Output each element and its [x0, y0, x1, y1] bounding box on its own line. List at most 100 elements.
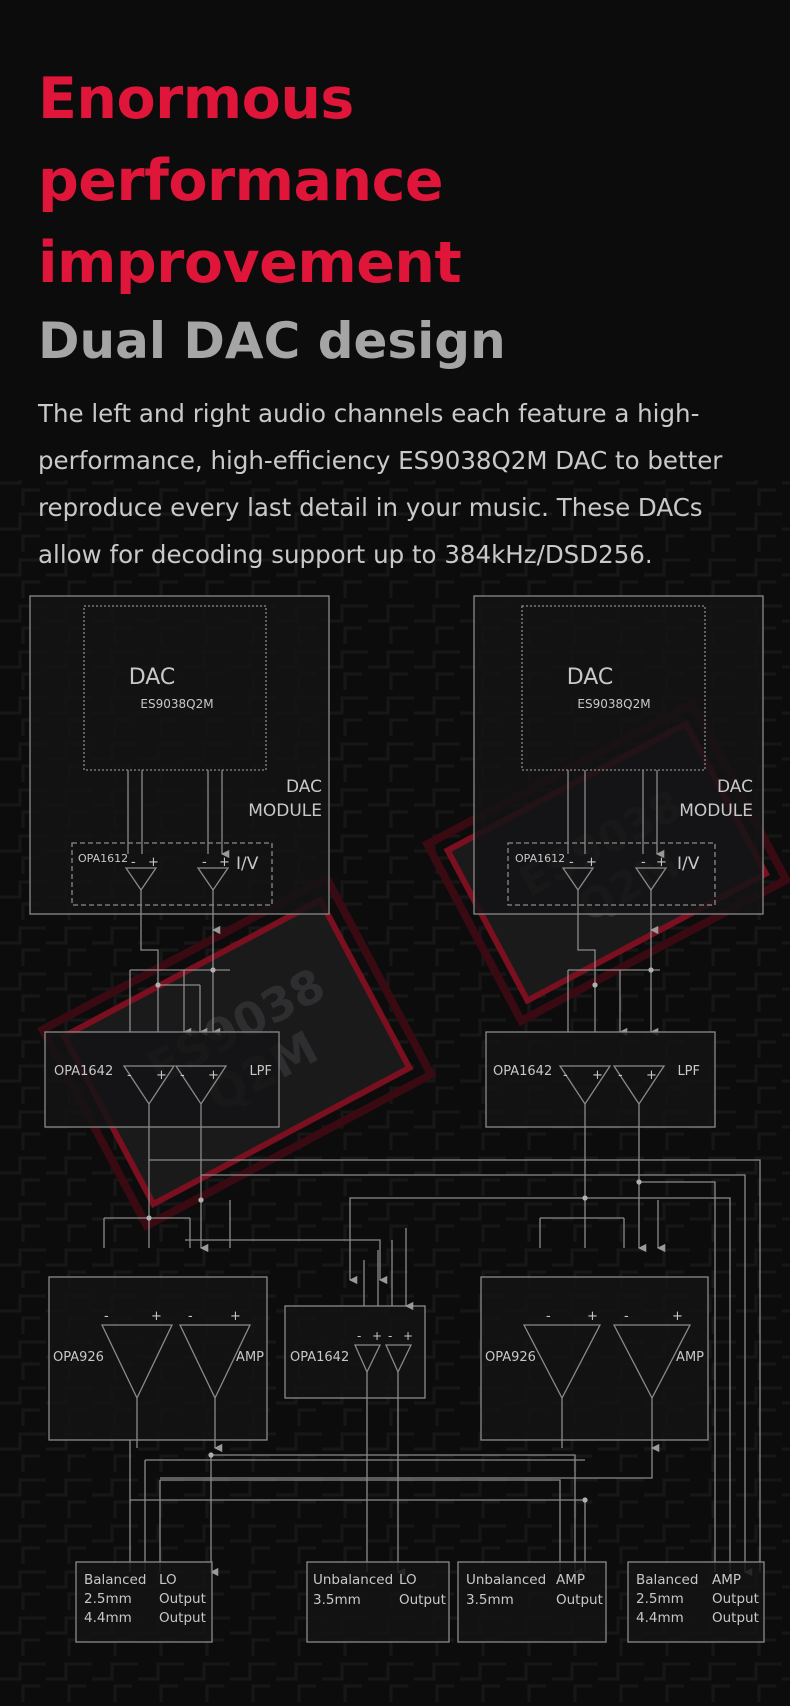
- left-lpf-plus-2: +: [208, 1068, 219, 1083]
- left-iv-plus-1: +: [148, 855, 159, 870]
- left-amp-plus-1: +: [151, 1309, 162, 1324]
- left-lpf-minus-1: -: [127, 1068, 132, 1083]
- left-amp-minus-2: -: [188, 1309, 193, 1324]
- right-lpf-minus-1: -: [563, 1068, 568, 1083]
- left-iv-opamp-1: [124, 867, 158, 892]
- left-lpf-opamp-1: [122, 1065, 176, 1106]
- right-dac-model: ES9038Q2M: [577, 697, 650, 711]
- right-iv-minus-1: -: [569, 855, 574, 870]
- out1-l3: 4.4mm: [84, 1610, 132, 1626]
- right-iv-opamp-2: [634, 867, 668, 892]
- center-lo-plus-2: +: [403, 1329, 413, 1343]
- out1-r2: Output: [159, 1591, 206, 1607]
- out4-r3: Output: [712, 1610, 759, 1626]
- center-lo-opamp-label: OPA1642: [290, 1350, 349, 1365]
- right-iv-plus-2: +: [656, 855, 667, 870]
- center-lo-opamp-1: [353, 1344, 382, 1374]
- left-amp-opamp-label: OPA926: [53, 1350, 104, 1365]
- left-lpf-block: [44, 1031, 280, 1128]
- center-lo-minus-1: -: [357, 1329, 361, 1343]
- title-line-2: improvement: [38, 230, 462, 296]
- left-lpf-opamp-2: [174, 1065, 228, 1106]
- left-lpf-label: LPF: [249, 1064, 272, 1079]
- out4-r2: Output: [712, 1591, 759, 1607]
- left-iv-minus-1: -: [131, 855, 136, 870]
- out3-l1: Unbalanced: [466, 1572, 546, 1588]
- left-amp-label: AMP: [236, 1350, 264, 1365]
- header-section: Enormous performance improvement Dual DA…: [38, 58, 768, 578]
- right-amp-minus-1: -: [546, 1309, 551, 1324]
- left-module-line2: MODULE: [248, 801, 322, 821]
- left-amp-opamp-2: [178, 1324, 252, 1400]
- left-amp-minus-1: -: [104, 1309, 109, 1324]
- left-lpf-opamp-label: OPA1642: [54, 1064, 113, 1079]
- right-amp-block: [480, 1276, 709, 1441]
- description: The left and right audio channels each f…: [38, 399, 723, 569]
- out1-l2: 2.5mm: [84, 1591, 132, 1607]
- out4-l2: 2.5mm: [636, 1591, 684, 1607]
- right-module-line1: DAC: [717, 777, 753, 797]
- right-lpf-opamp-label: OPA1642: [493, 1064, 552, 1079]
- right-iv-minus-2: -: [641, 855, 646, 870]
- out2-r2: Output: [399, 1592, 446, 1608]
- out4-l1: Balanced: [636, 1572, 698, 1588]
- left-iv-opamp-2: [196, 867, 230, 892]
- out3-r1: AMP: [556, 1572, 585, 1588]
- left-amp-block: [48, 1276, 268, 1441]
- right-iv-plus-1: +: [586, 855, 597, 870]
- right-lpf-plus-1: +: [592, 1068, 603, 1083]
- center-lo-plus-1: +: [372, 1329, 382, 1343]
- out2-l2: 3.5mm: [313, 1592, 361, 1608]
- out3-l2: 3.5mm: [466, 1592, 514, 1608]
- right-amp-opamp-2: [612, 1324, 692, 1400]
- center-lo-block: [284, 1305, 426, 1399]
- left-iv-opamp-label: OPA1612: [78, 852, 128, 865]
- left-lpf-minus-2: -: [180, 1068, 185, 1083]
- right-iv-opamp-label: OPA1612: [515, 852, 565, 865]
- out1-r3: Output: [159, 1610, 206, 1626]
- output-balanced-amp: [627, 1561, 765, 1643]
- right-lpf-plus-2: +: [646, 1068, 657, 1083]
- right-lpf-opamp-1: [558, 1065, 612, 1106]
- left-dac-chip: [83, 605, 267, 771]
- right-iv-opamp-1: [561, 867, 595, 892]
- output-unbalanced-amp: [457, 1561, 607, 1643]
- right-lpf-label: LPF: [677, 1064, 700, 1079]
- right-lpf-opamp-2: [612, 1065, 666, 1106]
- right-amp-plus-1: +: [587, 1309, 598, 1324]
- out1-r1: LO: [159, 1572, 177, 1588]
- right-lpf-minus-2: -: [618, 1068, 623, 1083]
- output-balanced-lo: [75, 1561, 213, 1643]
- right-amp-minus-2: -: [624, 1309, 629, 1324]
- right-amp-plus-2: +: [672, 1309, 683, 1324]
- output-unbalanced-lo: [306, 1561, 450, 1643]
- left-iv-plus-2: +: [219, 855, 230, 870]
- left-iv-label: I/V: [236, 854, 259, 874]
- right-amp-opamp-1: [522, 1324, 602, 1400]
- right-module-line2: MODULE: [679, 801, 753, 821]
- left-dac-model: ES9038Q2M: [140, 697, 213, 711]
- left-dac-module: [29, 595, 330, 915]
- title-line-1: Enormous performance: [38, 66, 444, 214]
- page-title: Enormous performance improvement: [38, 58, 768, 304]
- center-lo-opamp-2: [384, 1344, 413, 1374]
- right-dac-chip: [521, 605, 706, 771]
- left-amp-plus-2: +: [230, 1309, 241, 1324]
- right-iv-stage: [507, 842, 716, 906]
- out4-l3: 4.4mm: [636, 1610, 684, 1626]
- right-amp-label: AMP: [676, 1350, 704, 1365]
- out2-r1: LO: [399, 1572, 417, 1588]
- right-iv-label: I/V: [677, 854, 700, 874]
- center-lo-minus-2: -: [388, 1329, 392, 1343]
- right-dac-label: DAC: [567, 665, 614, 690]
- left-iv-stage: [71, 842, 273, 906]
- left-module-line1: DAC: [286, 777, 322, 797]
- right-dac-module: [473, 595, 764, 915]
- left-lpf-plus-1: +: [156, 1068, 167, 1083]
- out1-l1: Balanced: [84, 1572, 146, 1588]
- left-iv-minus-2: -: [202, 855, 207, 870]
- out4-r1: AMP: [712, 1572, 741, 1588]
- right-amp-opamp-label: OPA926: [485, 1350, 536, 1365]
- out3-r2: Output: [556, 1592, 603, 1608]
- left-dac-label: DAC: [129, 665, 176, 690]
